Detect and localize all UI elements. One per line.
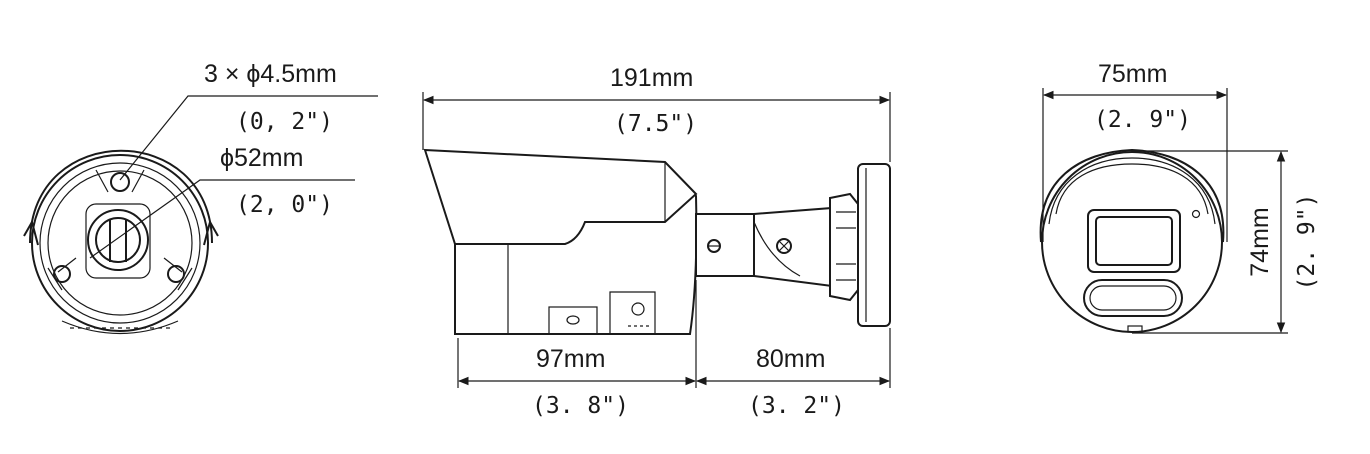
diameter-dimension-label: ϕ52mm bbox=[220, 144, 303, 172]
holes-dimension-label: 3 × ϕ4.5mm bbox=[204, 60, 337, 88]
holes-dimension-inch: (0, 2") bbox=[236, 109, 333, 135]
length-dimension-inch: (7.5") bbox=[614, 111, 697, 137]
mounting-arm bbox=[695, 206, 833, 288]
height-dimension-inch: (2. 9") bbox=[1294, 194, 1320, 291]
mount-dimension-label: 80mm bbox=[756, 345, 825, 373]
diameter-dimension-inch: (2, 0") bbox=[236, 192, 333, 218]
length-dimension-label: 191mm bbox=[610, 64, 693, 92]
body-dimension-inch: (3. 8") bbox=[532, 393, 629, 419]
width-dimension-label: 75mm bbox=[1098, 60, 1167, 88]
base-plate-outline bbox=[23, 149, 219, 335]
front-view: 3 × ϕ4.5mm (0, 2") ϕ52mm (2, 0") bbox=[23, 60, 378, 335]
mounting-base bbox=[829, 163, 891, 327]
width-dimension-inch: (2. 9") bbox=[1094, 107, 1191, 133]
lens-face bbox=[1039, 148, 1225, 333]
side-view: 191mm (7.5") 97mm (3. 8") 80mm (3. 2") bbox=[422, 64, 891, 419]
body-dimension-label: 97mm bbox=[536, 345, 605, 373]
mounting-holes bbox=[47, 169, 193, 291]
height-dimension-label: 74mm bbox=[1246, 207, 1274, 276]
cable-entry bbox=[85, 203, 151, 279]
mount-dimension-inch: (3. 2") bbox=[748, 393, 845, 419]
end-view: 75mm (2. 9") 74mm (2. 9") bbox=[1039, 60, 1320, 334]
end-extension-lines bbox=[1042, 88, 1288, 334]
camera-housing bbox=[423, 148, 698, 335]
front-leaders bbox=[89, 95, 378, 259]
